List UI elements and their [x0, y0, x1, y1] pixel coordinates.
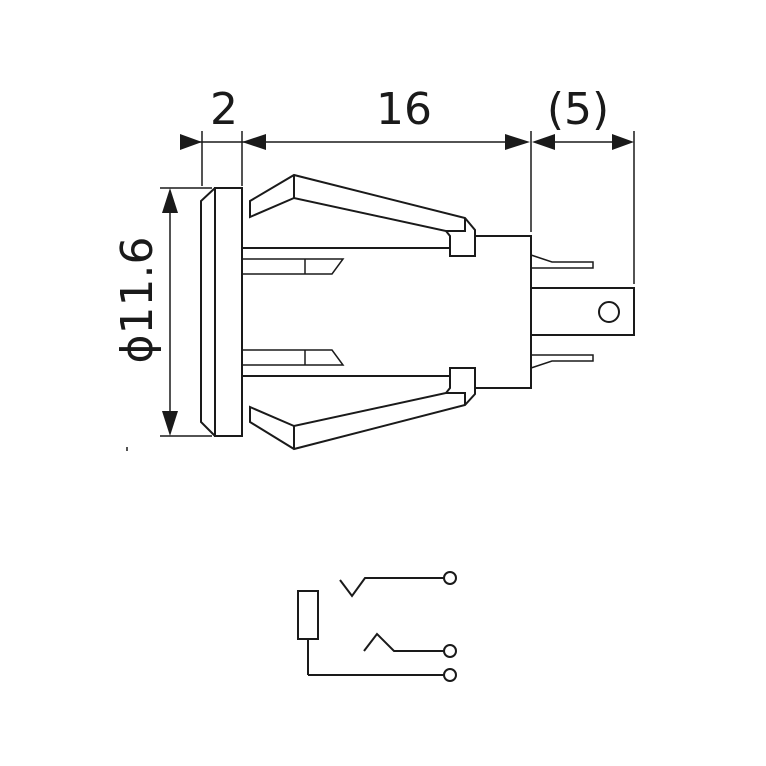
dimension-label-diameter: ϕ11.6: [112, 237, 163, 364]
bezel: [200, 187, 243, 437]
upper-contact: [339, 571, 457, 598]
lamp-symbol: [297, 590, 319, 640]
dimension-bezel-thickness: 2: [180, 84, 266, 186]
dimension-label-terminal: (5): [547, 84, 609, 135]
terminal-circle-middle: [443, 644, 457, 658]
dimension-terminal-length: (5): [532, 84, 635, 284]
terminal-circle-bottom: [443, 668, 457, 682]
dimension-label-body: 16: [376, 84, 432, 135]
switch-housing: [242, 235, 532, 389]
terminal-hole: [598, 301, 620, 323]
dimension-body-length: 16: [266, 84, 532, 232]
lower-latch: [249, 367, 476, 451]
circuit-schematic: [297, 571, 457, 682]
inner-guides: [242, 258, 345, 366]
rear-terminals: [530, 254, 635, 369]
terminal-circle-top: [443, 571, 457, 585]
middle-contact: [363, 632, 457, 658]
upper-latch: [249, 173, 476, 257]
dimension-label-bezel: 2: [210, 84, 238, 135]
switch-side-view: [126, 173, 635, 451]
dimension-diameter: ϕ11.6: [112, 187, 212, 437]
